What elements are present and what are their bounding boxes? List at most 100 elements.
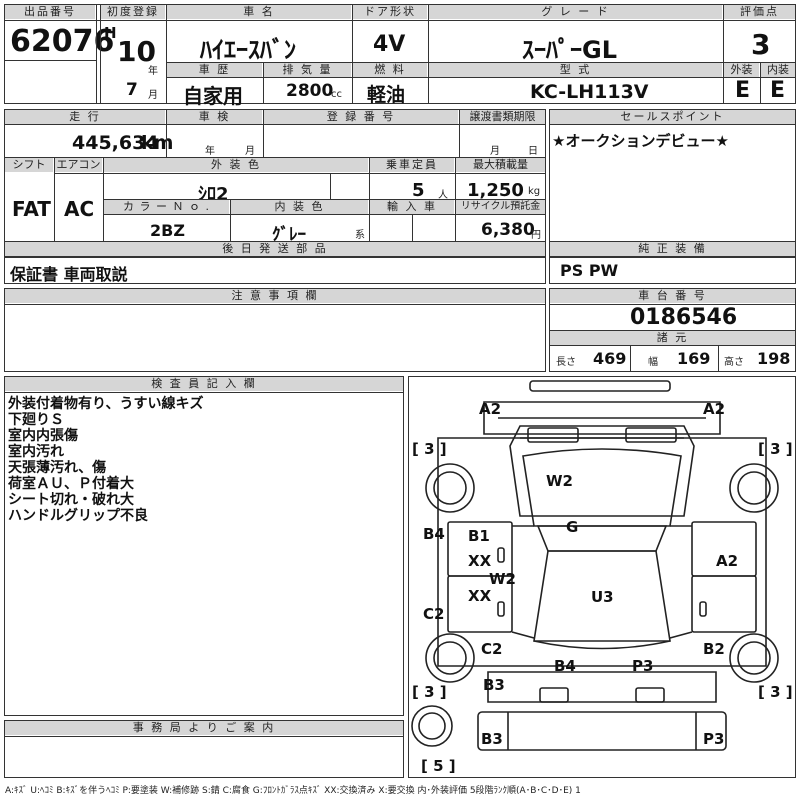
displacement-label: 排 気 量	[264, 63, 351, 77]
recycle-deposit: 6,380	[481, 220, 535, 240]
tire-rear-right: [ 3 ]	[758, 683, 793, 701]
mileage-label: 走 行	[5, 110, 165, 124]
chassis-number: 0186546	[630, 305, 738, 330]
import-label: 輸 入 車	[370, 200, 454, 214]
year-unit: 年	[148, 66, 158, 77]
damage-w2-windshield: W2	[546, 472, 573, 490]
damage-a2-top-left: A2	[479, 400, 502, 418]
tire-front-right: [ 3 ]	[758, 440, 793, 458]
legend: A:ｷｽﾞ U:ﾍｺﾐ B:ｷｽﾞを伴うﾍｺﾐ P:要塗装 W:補修跡 S:錆 …	[5, 786, 581, 796]
width: 169	[677, 349, 711, 368]
history: 自家用	[183, 84, 243, 108]
height: 198	[757, 349, 791, 368]
displacement: 2800	[286, 81, 334, 101]
score-label: 評価点	[724, 5, 795, 19]
length: 469	[593, 349, 627, 368]
later-parts-box	[4, 257, 546, 284]
capacity-label: 乗車定員	[370, 158, 454, 172]
genuine-equipment: PS PW	[560, 261, 619, 280]
inspector-note-line: 外装付着物有り、うすい線キズ	[8, 396, 204, 412]
color-number-label: カ ラ ー Ｎ ｏ .	[104, 200, 229, 214]
mileage: 445,634	[72, 132, 159, 154]
transfer-month-unit: 月	[490, 146, 500, 157]
van-outline	[411, 380, 779, 751]
height-label: 高さ	[724, 357, 744, 368]
genuine-equipment-label: 純 正 装 備	[550, 242, 795, 256]
max-load-unit: kg	[528, 186, 541, 197]
header-grid	[4, 4, 796, 104]
damage-b3-bottom: B3	[481, 730, 503, 748]
damage-b1: B1	[468, 527, 490, 545]
damage-xx-front: XX	[468, 552, 492, 570]
exterior-grade: E	[735, 78, 751, 103]
transfer-deadline-label: 譲渡書類期限	[460, 110, 545, 124]
car-name: ﾊｲｴｰｽﾊﾞﾝ	[200, 36, 296, 64]
genuine-equipment-box	[549, 241, 796, 284]
color-number: 2BZ	[150, 221, 185, 240]
inspector-note-line: 室内内張傷	[8, 428, 78, 444]
damage-u3: U3	[591, 588, 614, 606]
office-label: 事 務 局 よ り ご 案 内	[5, 721, 403, 735]
caution-box	[4, 288, 546, 372]
inspector-note-line: ハンドルグリップ不良	[8, 508, 148, 524]
inspection-year-unit: 年	[205, 146, 215, 157]
interior-color-unit: 系	[355, 230, 365, 241]
inspection-month-unit: 月	[245, 146, 255, 157]
selling-points-box	[549, 109, 796, 257]
month-unit: 月	[148, 90, 158, 101]
ac: AC	[64, 197, 95, 221]
lot-number: 62076	[10, 24, 115, 59]
door-label: ドア形状	[353, 5, 427, 19]
grade: ｽｰﾊﾟｰGL	[522, 36, 617, 64]
inspector-box	[4, 376, 404, 716]
later-parts: 保証書 車両取説	[10, 265, 128, 284]
inspector-note-line: 室内汚れ	[8, 444, 64, 460]
model: KC-LH113V	[530, 81, 649, 103]
damage-a2-top-right: A2	[703, 400, 726, 418]
grade-label: グ レ ー ド	[429, 5, 722, 19]
mileage-unit: km	[141, 132, 174, 154]
capacity: 5	[412, 180, 425, 201]
inspector-note-line: 下廻りＳ	[8, 412, 64, 428]
inspection-label: 車 検	[167, 110, 262, 124]
interior-color: ｸﾞﾚｰ	[272, 225, 306, 245]
details-grid	[4, 109, 546, 257]
registration-month: 7	[126, 80, 138, 100]
damage-c2-left: C2	[423, 605, 445, 623]
interior-grade-label: 内装	[761, 63, 795, 77]
era: H	[104, 24, 117, 42]
door-type: 4V	[373, 32, 406, 57]
width-label: 幅	[648, 357, 658, 368]
capacity-unit: 人	[438, 190, 448, 201]
length-label: 長さ	[556, 357, 576, 368]
damage-p3-rear: P3	[632, 657, 654, 675]
tire-rear-left: [ 3 ]	[412, 683, 447, 701]
interior-grade: E	[770, 78, 786, 103]
recycle-deposit-unit: 円	[531, 230, 541, 241]
recycle-deposit-label: リサイクル預託金	[456, 200, 545, 214]
interior-color-label: 内 装 色	[231, 200, 368, 214]
office-box	[4, 720, 404, 778]
exterior-color-label: 外 装 色	[104, 158, 368, 172]
score: 3	[751, 28, 771, 61]
model-label: 型 式	[429, 63, 722, 77]
damage-w2-side: W2	[489, 570, 516, 588]
ac-label: エアコン	[55, 158, 102, 172]
damage-a2-right: A2	[716, 552, 739, 570]
shift: FAT	[12, 197, 51, 221]
inspector-note-line: シート切れ・破れ大	[8, 492, 134, 508]
inspector-note-line: 荷室ＡＵ、Ｐ付着大	[8, 476, 134, 492]
fuel: 軽油	[367, 84, 406, 106]
selling-points-label: セールスポイント	[550, 110, 795, 124]
spare-tire: [ 5 ]	[421, 757, 456, 775]
history-label: 車 歴	[167, 63, 262, 77]
damage-g-roof: G	[566, 518, 579, 536]
chassis-number-label: 車 台 番 号	[550, 289, 795, 303]
damage-c2-rear-left: C2	[481, 640, 503, 658]
first-registration-label: 初度登録	[101, 5, 165, 19]
max-load-label: 最大積載量	[456, 158, 545, 172]
lot-number-label: 出品番号	[5, 5, 95, 19]
exterior-grade-label: 外装	[724, 63, 759, 77]
car-name-label: 車 名	[167, 5, 351, 19]
fuel-label: 燃 料	[353, 63, 427, 77]
